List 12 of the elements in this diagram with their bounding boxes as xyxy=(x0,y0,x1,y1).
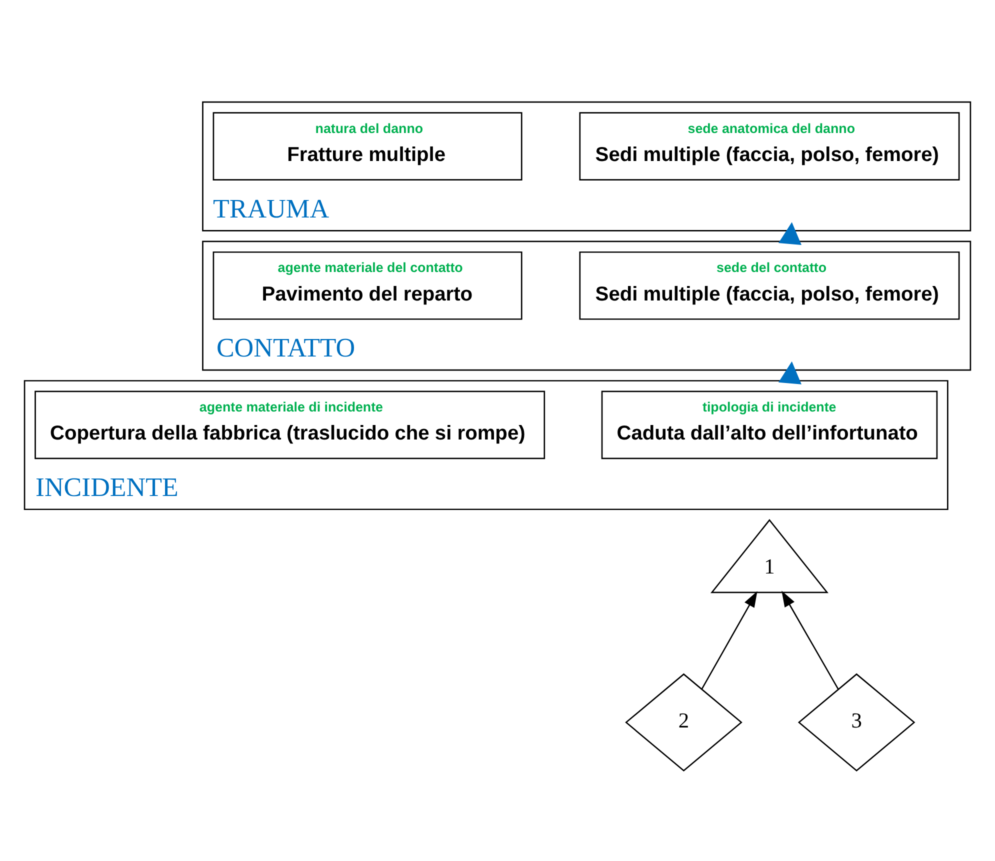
node-box: natura del danno Fratture multiple xyxy=(212,112,522,180)
node-diamond: 3 xyxy=(798,672,916,772)
node-diamond: 2 xyxy=(625,672,742,772)
node-box: agente materiale del contatto Pavimento del reparto xyxy=(212,250,522,320)
node-box: agente materiale di incidente Copertura della fabbrica (traslucido che si rompe) xyxy=(34,390,546,459)
arrow xyxy=(778,360,802,384)
node-box: tipologia di incidente Caduta dall’alto dell’infortunato xyxy=(601,390,938,459)
arrow xyxy=(778,222,802,245)
arrow xyxy=(701,590,758,689)
arrow xyxy=(782,590,839,690)
node-box: sede del contatto Sedi multiple (faccia, polso, femore) xyxy=(579,250,960,320)
node-box: sede anatomica del danno Sedi multiple (faccia, polso, femore) xyxy=(579,112,960,180)
